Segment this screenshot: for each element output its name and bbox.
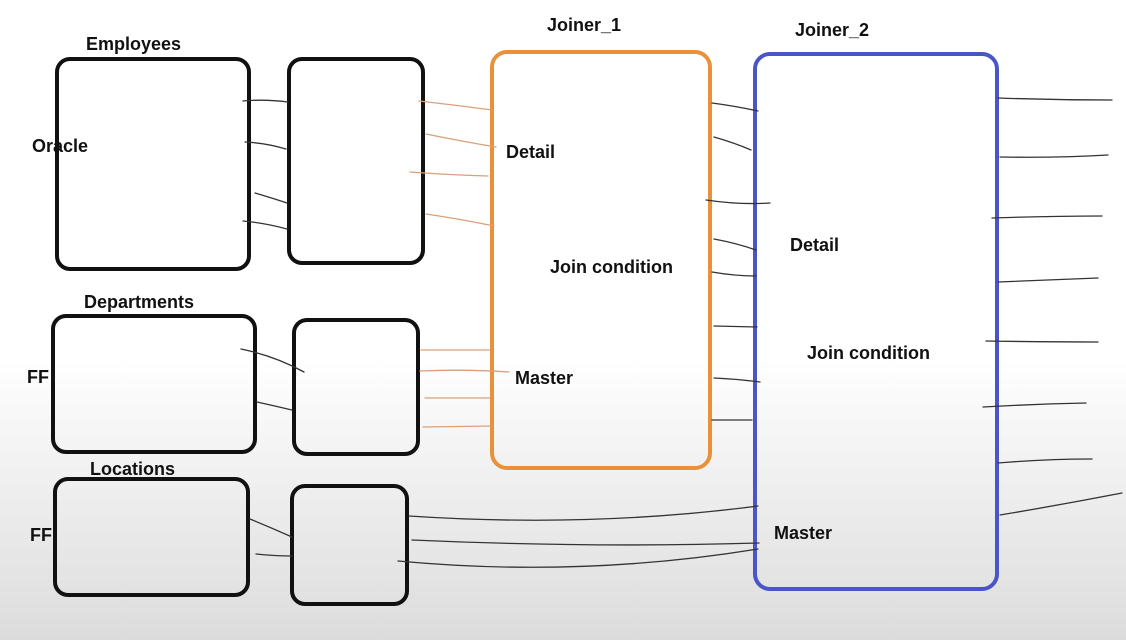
joiner-1-master-label: Master	[515, 368, 574, 388]
wire	[997, 458, 1093, 464]
employees-qualifier-box	[287, 57, 425, 265]
joiner-2-detail-label: Detail	[790, 235, 840, 255]
departments-qualifier-box	[292, 318, 420, 456]
wire	[422, 425, 492, 428]
employees-label: Employees	[86, 34, 182, 54]
joiner-1-title: Joiner_1	[547, 15, 622, 35]
joiner-1-box	[490, 50, 712, 470]
wire	[397, 548, 759, 568]
wire	[408, 505, 759, 521]
wire	[982, 402, 1087, 408]
wire	[425, 133, 497, 148]
wire	[711, 271, 757, 277]
joiner-1-condition-label: Join condition	[550, 257, 673, 277]
wire	[997, 97, 1113, 101]
wire	[999, 154, 1109, 158]
wire	[991, 215, 1103, 219]
wire	[256, 401, 293, 411]
locations-type-label: FF	[30, 525, 52, 545]
wires	[240, 97, 1123, 568]
joiner-2-title: Joiner_2	[795, 20, 870, 40]
wire	[255, 553, 293, 557]
wire	[705, 199, 771, 205]
wire	[997, 277, 1099, 283]
oracle-type-label: Oracle	[32, 136, 89, 156]
departments-type-label: FF	[27, 367, 49, 387]
locations-label: Locations	[90, 459, 176, 479]
employees-source-box	[55, 57, 251, 271]
wire	[711, 102, 759, 112]
wire	[242, 99, 289, 103]
wire	[713, 238, 757, 251]
joiner-2-condition-label: Join condition	[807, 343, 930, 363]
wire	[240, 348, 305, 373]
joiner-2-master-label: Master	[774, 523, 833, 543]
wire	[409, 171, 489, 177]
wire	[985, 340, 1099, 343]
departments-label: Departments	[84, 292, 195, 312]
wire	[713, 325, 758, 328]
wire	[713, 377, 761, 383]
wire	[411, 539, 760, 546]
joiner-2-box	[753, 52, 999, 591]
departments-source-box	[51, 314, 257, 454]
joiner-1-detail-label: Detail	[506, 142, 556, 162]
wire	[418, 100, 493, 111]
locations-source-box	[53, 477, 250, 597]
locations-qualifier-box	[290, 484, 409, 606]
wire	[249, 518, 293, 538]
wire	[999, 492, 1123, 516]
wire	[244, 141, 287, 150]
wire	[242, 220, 288, 230]
wire	[713, 136, 752, 151]
wire	[425, 213, 495, 227]
wire	[254, 192, 288, 204]
wire	[419, 369, 510, 373]
